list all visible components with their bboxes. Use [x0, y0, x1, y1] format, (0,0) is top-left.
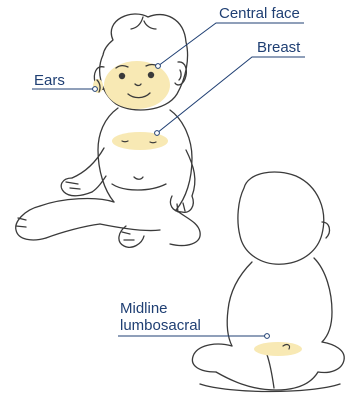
midline-lumbosacral-label: Midline lumbosacral: [120, 300, 201, 334]
lumbosacral-highlight: [254, 342, 302, 356]
midline-label-line1: Midline: [120, 300, 201, 317]
front-baby-figure: [16, 14, 200, 247]
leader-breast-dot: [155, 131, 160, 136]
ears-label: Ears: [34, 72, 65, 89]
leader-ears-dot: [93, 87, 98, 92]
back-baby-figure: [192, 172, 344, 392]
leader-lumbosacral-dot: [265, 334, 270, 339]
leader-lines: [32, 23, 305, 338]
breast-label: Breast: [257, 39, 300, 56]
leader-breast: [157, 57, 305, 133]
central-face-label: Central face: [219, 5, 300, 22]
leader-central-face-dot: [156, 64, 161, 69]
breast-highlight: [112, 132, 168, 150]
midline-label-line2: lumbosacral: [120, 317, 201, 334]
